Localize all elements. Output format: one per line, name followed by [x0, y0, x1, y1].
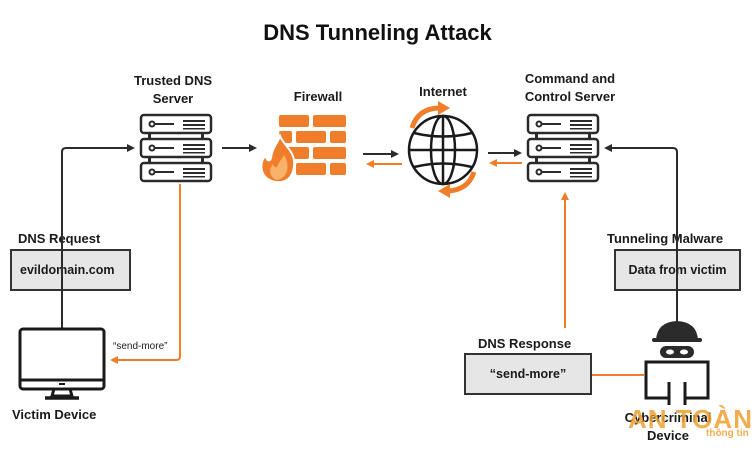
trusted-dns-label-line1: Trusted DNS: [133, 73, 212, 88]
send-more-edge-label: “send-more”: [113, 341, 168, 352]
cybercriminal-label-line2: Device: [647, 428, 689, 443]
flame-icon: [260, 132, 296, 184]
internet-label: Internet: [419, 84, 467, 99]
dns-response-heading: DNS Response: [478, 336, 572, 351]
victim-device-label: Victim Device: [12, 407, 97, 422]
c2-server-label-line2: Control Server: [524, 89, 616, 104]
dns-request-value: evildomain.com: [20, 263, 115, 277]
watermark-sub: thông tin: [706, 428, 749, 439]
dns-request-box: evildomain.com: [10, 249, 131, 291]
c2-server-label-line1: Command and: [524, 71, 616, 86]
dns-response-value: “send-more”: [489, 367, 567, 381]
firewall-label: Firewall: [293, 89, 343, 104]
hacker-icon: [644, 321, 710, 405]
dns-response-box: “send-more”: [464, 353, 592, 395]
edge-criminal-to-c2: [604, 144, 678, 325]
edge-dns-to-victim: [110, 184, 181, 364]
monitor-power-dot: [59, 383, 65, 385]
watermark-logo: AN TOÀN: [628, 404, 753, 434]
edge-victim-to-dns: [61, 144, 135, 328]
cycle-arrowhead-top: [438, 101, 450, 115]
cycle-arrowhead-bottom: [438, 184, 450, 198]
c2-server-label: Command and Control Server: [505, 70, 635, 106]
trusted-dns-label: Trusted DNS Server: [118, 72, 228, 108]
trusted-dns-label-line2: Server: [152, 91, 194, 106]
victim-monitor-icon: [18, 327, 106, 400]
cybercriminal-label: Cybercriminal Device: [618, 409, 718, 445]
diagram-title: DNS Tunneling Attack: [263, 20, 492, 45]
cycle-arrows-icon: [409, 105, 477, 194]
c2-server-icon: [526, 113, 600, 183]
tunneling-malware-heading: Tunneling Malware: [607, 231, 724, 246]
firewall-icon: [279, 115, 346, 175]
edges: [61, 144, 678, 376]
dns-request-heading: DNS Request: [18, 231, 101, 246]
globe-icon: [407, 114, 479, 186]
trusted-dns-server-icon: [139, 113, 213, 183]
cybercriminal-label-line1: Cybercriminal: [624, 410, 712, 425]
